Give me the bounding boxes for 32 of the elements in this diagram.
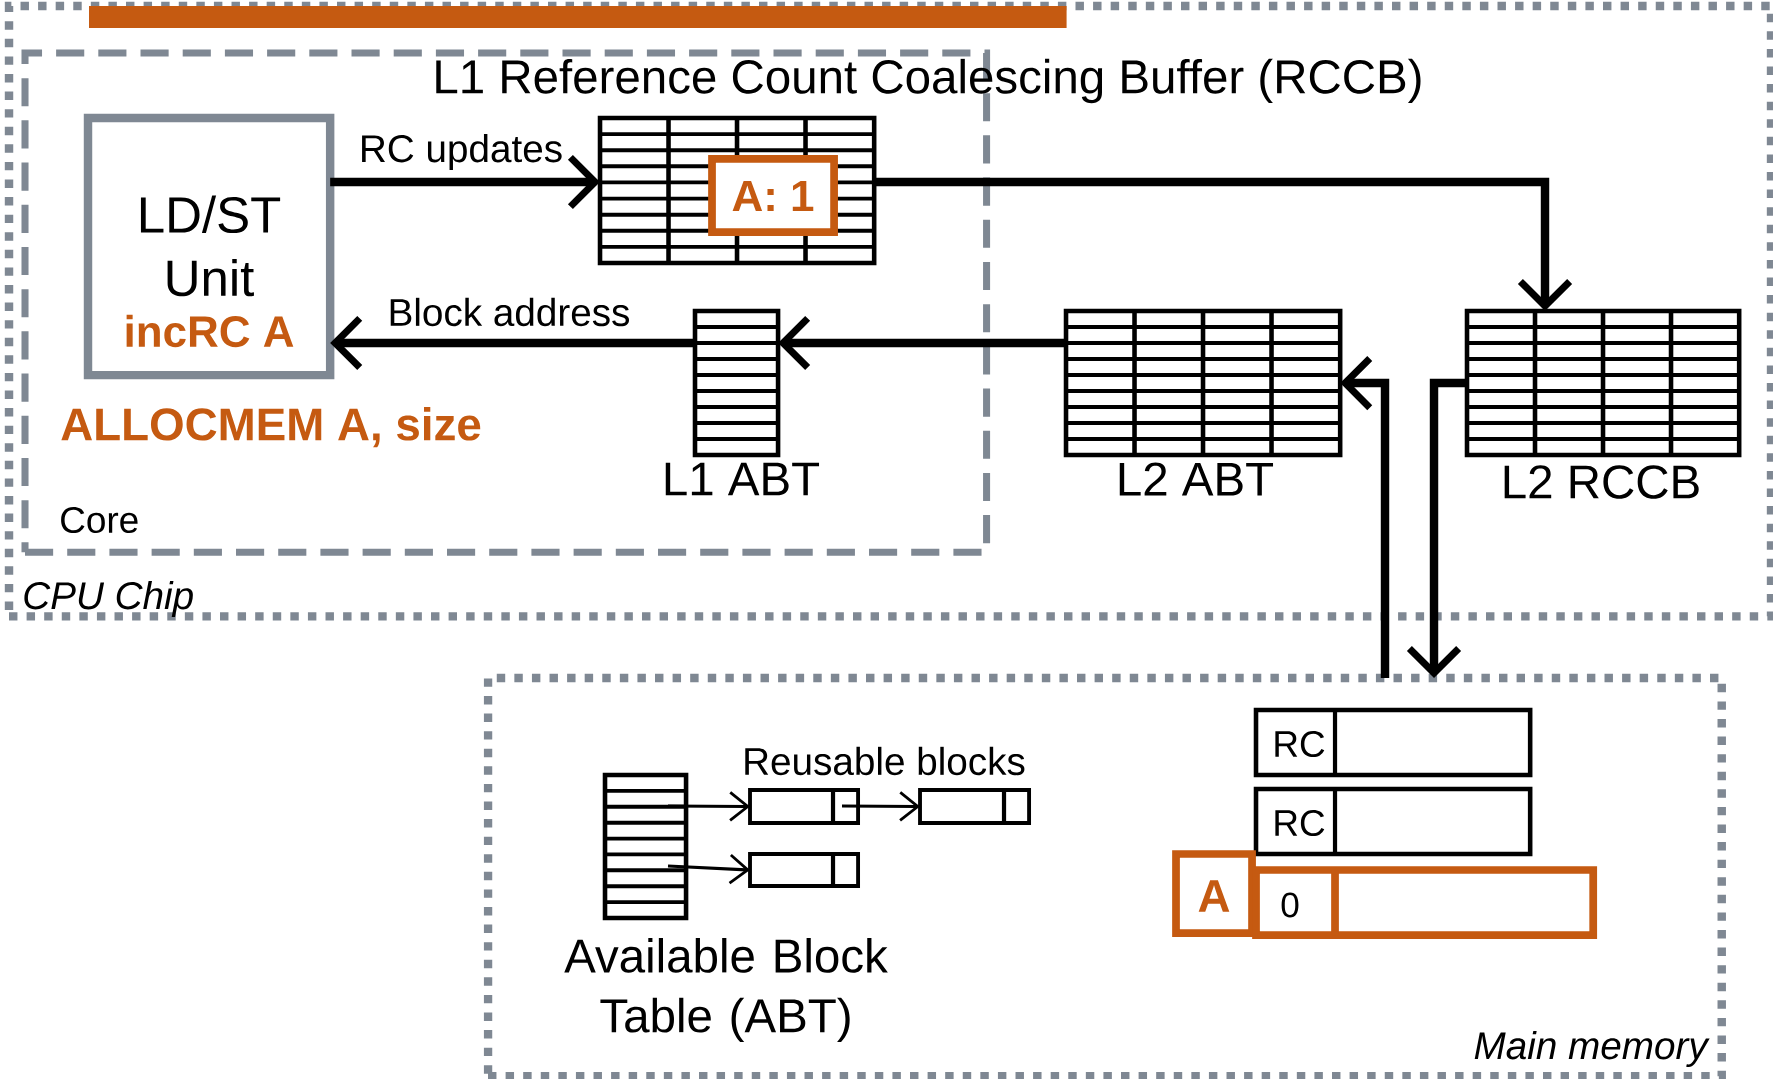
arrow: [778, 315, 1066, 371]
arrow: [668, 791, 750, 822]
region-label: Core: [61, 506, 138, 534]
arrow: [667, 853, 750, 885]
region-label: Main memory: [1474, 1031, 1710, 1067]
value-label: A: 1: [732, 180, 814, 212]
arrow: [330, 154, 600, 210]
arrow: [330, 315, 695, 371]
arrow: [842, 791, 920, 822]
arrow: [1406, 378, 1467, 678]
edge-label: RC updates: [355, 130, 567, 174]
table-label: Available Block Table (ABT): [564, 938, 888, 1042]
unit-label: incRC A: [126, 314, 294, 348]
arrow: [1340, 355, 1390, 678]
region-label: CPU Chip: [24, 581, 193, 617]
top-bar: [89, 6, 1067, 28]
field-label: RC: [1275, 730, 1325, 758]
block-box: [748, 788, 860, 825]
table-label: L1 ABT: [665, 462, 820, 496]
field-label: 0: [1281, 892, 1299, 918]
table-title: L1 Reference Count Coalescing Buffer (RCCB): [436, 58, 1421, 104]
block-box: [918, 788, 1031, 825]
address-label: A: [1198, 880, 1230, 912]
command-label: ALLOCMEM A, size: [61, 407, 481, 448]
field-label: RC: [1275, 809, 1325, 837]
caption-label: Reusable blocks: [745, 746, 1025, 776]
table-label: L2 RCCB: [1504, 465, 1699, 499]
arrow: [874, 177, 1573, 311]
edge-label: Block address: [384, 294, 634, 330]
table-label: L2 ABT: [1119, 462, 1274, 496]
block-box: [748, 852, 860, 888]
unit-label: LD/ST Unit: [140, 195, 281, 297]
